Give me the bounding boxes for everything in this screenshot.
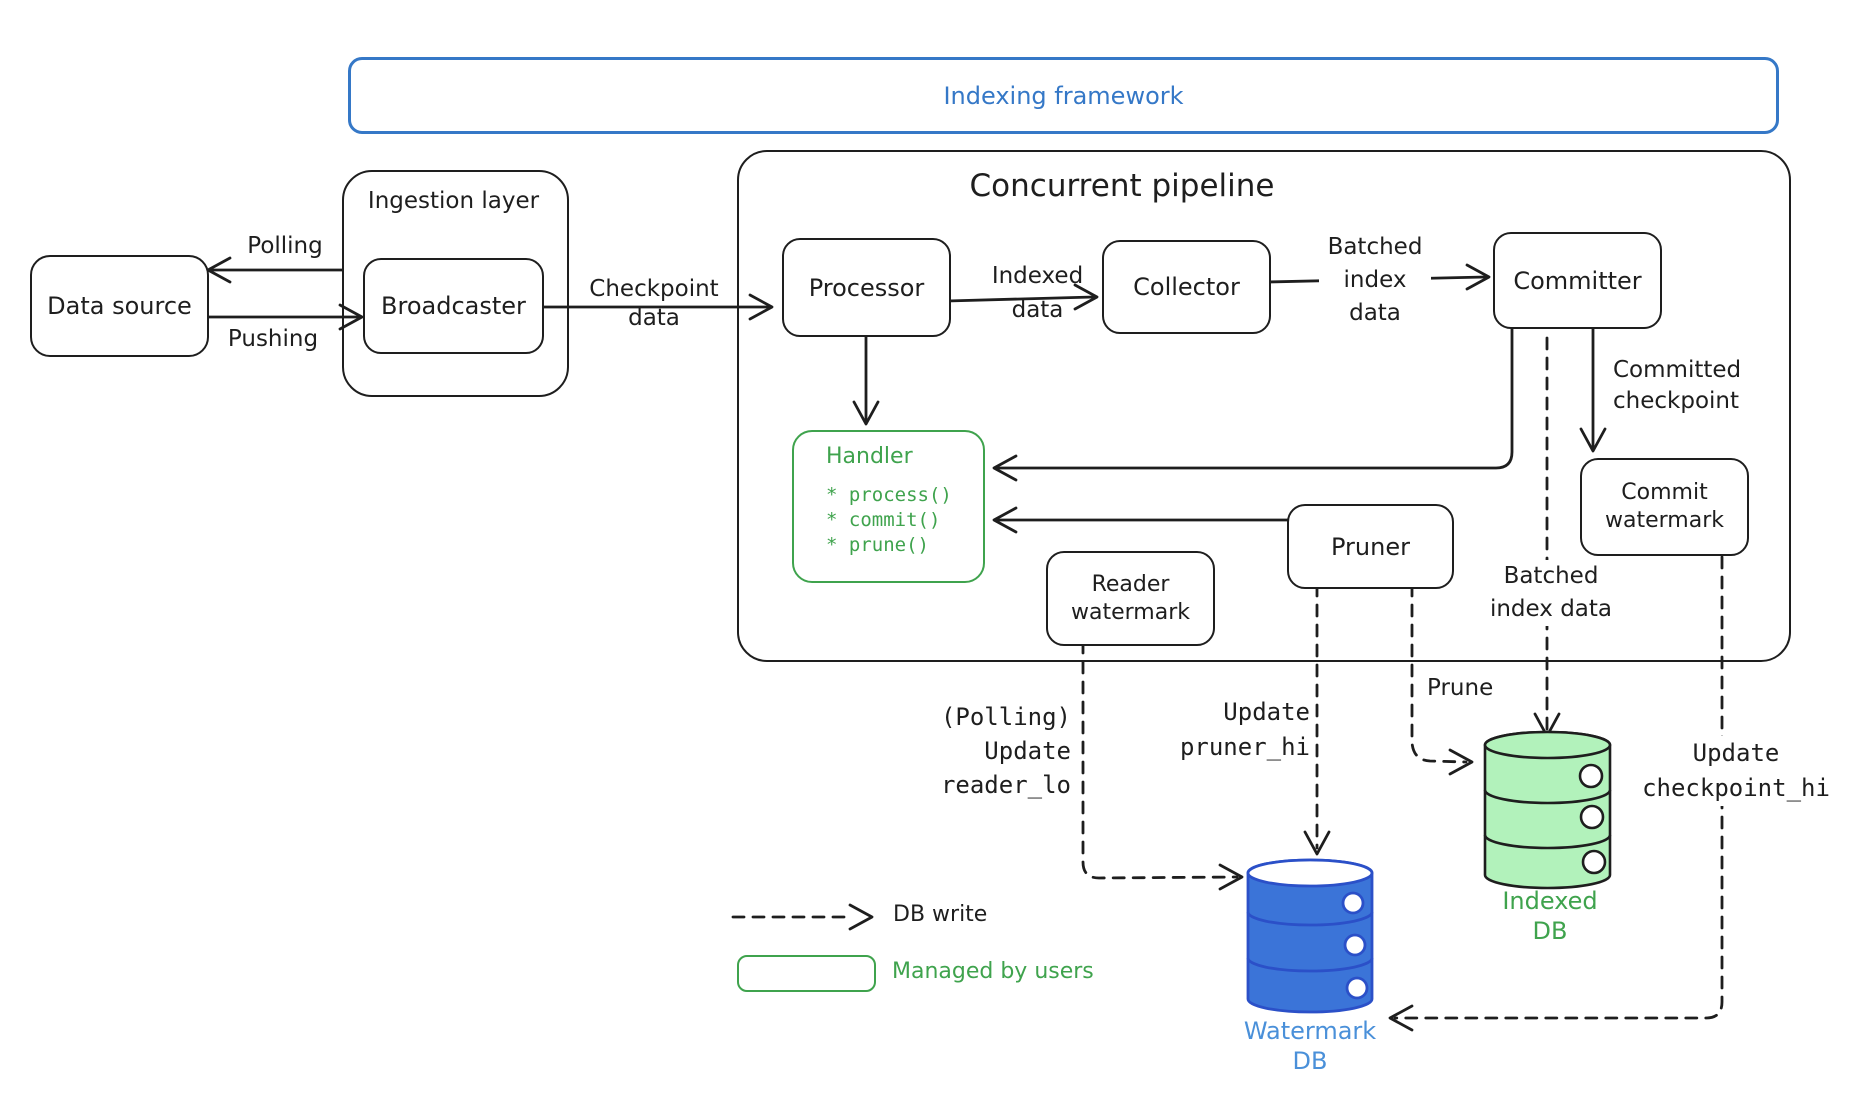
data-source-label: Data source [47,292,192,320]
handler-method-process: * process() [826,484,952,506]
pruner-label: Pruner [1331,532,1410,561]
concurrent-pipeline-title: Concurrent pipeline [969,168,1275,204]
indexing-framework-banner: Indexing framework [348,57,1779,134]
indexed-db-cylinder [1483,730,1612,890]
collector-node: Collector [1102,240,1271,334]
batched-index-data-label: Batched index data [1319,231,1431,330]
pruner-node: Pruner [1287,504,1454,589]
update-pruner-hi-label: Update pruner_hi [1179,698,1310,761]
legend-db-write-label: DB write [893,902,988,927]
broadcaster-label: Broadcaster [381,292,526,320]
committer-node: Committer [1493,232,1662,329]
handler-method-commit: * commit() [826,509,941,531]
handler-method-prune: * prune() [826,534,929,556]
prune-label: Prune [1427,675,1494,701]
ingestion-layer-box [342,170,569,397]
indexing-framework-title: Indexing framework [943,81,1184,110]
watermark-db-label: Watermark DB [1243,1017,1377,1075]
legend-managed-by-users-swatch [737,955,876,992]
collector-label: Collector [1133,273,1240,301]
handler-title: Handler [826,444,913,469]
legend-db-write-arrow [731,903,874,931]
ingestion-layer-title: Ingestion layer [367,188,540,214]
data-source-node: Data source [30,255,209,357]
broadcaster-node: Broadcaster [363,258,544,354]
checkpoint-data-label: Checkpoint data [589,276,719,331]
polling-label: Polling [247,233,323,259]
batched-index-data-db-label: Batched index data [1477,560,1625,626]
reader-watermark-line2: watermark [1071,599,1190,625]
watermark-db-cylinder [1246,858,1374,1014]
update-checkpoint-hi-label: Update checkpoint_hi [1626,736,1846,806]
committed-checkpoint-label: Committed checkpoint [1613,357,1742,414]
indexed-data-label: Indexed data [991,263,1084,323]
legend-managed-by-users-label: Managed by users [892,959,1094,984]
commit-watermark-line1: Commit [1621,480,1708,505]
arrow-dashed-reader-lo [1081,640,1244,891]
indexed-db-label: Indexed DB [1502,887,1598,945]
reader-watermark-node: Reader watermark [1046,551,1215,646]
committer-label: Committer [1513,266,1642,295]
concurrent-pipeline-box [737,150,1791,662]
commit-watermark-node: Commit watermark [1580,458,1749,556]
update-reader-lo-label: (Polling) Update reader_lo [940,703,1071,799]
handler-node: Handler * process() * commit() * prune() [792,430,985,583]
reader-watermark-line1: Reader [1091,571,1170,597]
commit-watermark-line2: watermark [1605,508,1724,533]
processor-label: Processor [808,273,925,302]
pushing-label: Pushing [227,326,319,352]
processor-node: Processor [782,238,951,337]
